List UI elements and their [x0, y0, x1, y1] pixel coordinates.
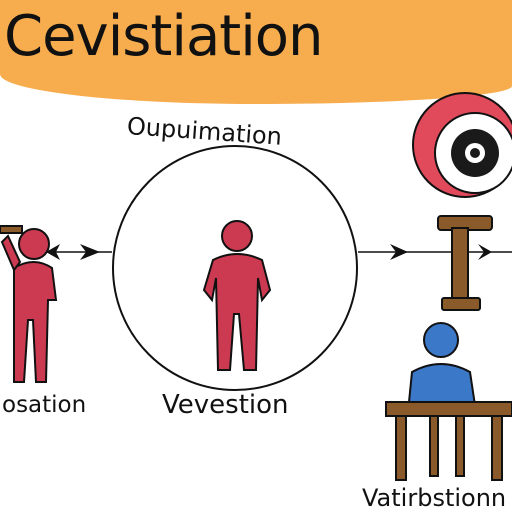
seated-person-icon	[406, 322, 478, 413]
eye-icon	[412, 92, 512, 198]
gavel-icon	[437, 215, 493, 311]
bottom-label: Vatirbstionn	[362, 484, 507, 512]
left-label: osation	[2, 392, 87, 418]
right-arrow-icon	[358, 244, 512, 260]
cycle-circle	[112, 145, 358, 391]
center-label: Vevestion	[162, 390, 289, 420]
left-arrow-icon	[46, 244, 112, 260]
table-icon	[385, 401, 512, 481]
pointing-person-icon	[0, 225, 58, 383]
title-banner	[0, 0, 512, 104]
standing-person-icon	[202, 220, 272, 371]
page-title: Cevistiation	[4, 4, 324, 69]
